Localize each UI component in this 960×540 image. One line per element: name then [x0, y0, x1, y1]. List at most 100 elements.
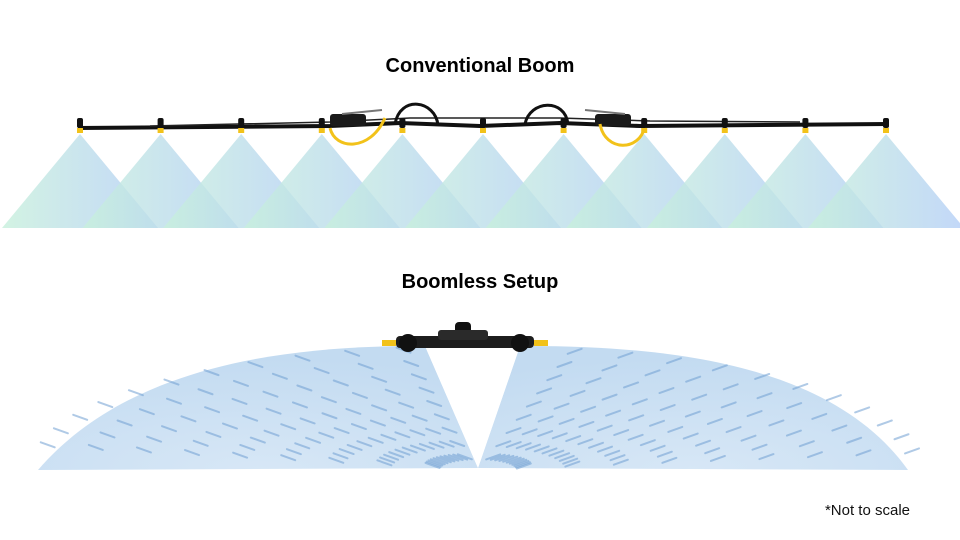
spray-streak [564, 460, 581, 468]
spray-streak [725, 426, 742, 434]
spray-streak [332, 379, 349, 387]
spray-streak [398, 401, 415, 409]
spray-streak [722, 383, 739, 391]
spray-streak [578, 420, 595, 428]
spray-streak [379, 456, 396, 464]
spray-streak [515, 462, 532, 470]
spray-streak [424, 461, 441, 469]
spray-streak [495, 440, 512, 448]
spray-streak [854, 406, 871, 414]
spray-streak [305, 436, 322, 444]
spray-streak [135, 446, 152, 454]
spray-streak [418, 442, 435, 450]
spray-streak [265, 407, 282, 415]
spray-streak [661, 456, 678, 464]
spray-streak [127, 389, 144, 397]
spray-streak [537, 430, 554, 438]
nozzle-icon [560, 118, 567, 133]
spray-streak [318, 431, 335, 439]
spray-streak [513, 459, 530, 467]
spray-streak [515, 442, 532, 450]
spray-streak [443, 454, 460, 462]
spray-streak [344, 349, 361, 357]
spray-streak [97, 401, 114, 409]
spray-streak [831, 424, 848, 432]
nozzle-icon [641, 118, 648, 133]
spray-streak [356, 440, 373, 448]
boom-hose-yellow-left [328, 117, 387, 146]
spray-streak [644, 369, 661, 377]
spray-streak [456, 453, 473, 461]
spray-streak [242, 414, 259, 422]
spray-fan [808, 134, 960, 228]
spray-streak [667, 425, 684, 433]
spray-streak [367, 436, 384, 444]
spray-streak [409, 444, 426, 452]
spray-streak [695, 439, 712, 447]
spray-streak [562, 457, 579, 465]
spray-streak [541, 447, 558, 455]
spray-streak [666, 357, 683, 365]
nozzle-icon [318, 118, 325, 133]
spray-streak [338, 448, 355, 456]
spray-streak [798, 440, 815, 448]
spray-streak [280, 454, 297, 462]
spray-streak [87, 443, 104, 451]
spray-streak [313, 367, 330, 375]
nozzle-icon [721, 118, 728, 133]
spray-streak [184, 449, 201, 457]
spray-streak [785, 429, 802, 437]
spray-streak [612, 458, 629, 466]
spray-streak [609, 454, 626, 462]
boom-hose-black-right [523, 103, 570, 125]
spray-streak [596, 445, 613, 453]
spray-streak [502, 455, 519, 463]
spray-streak [577, 438, 594, 446]
spray-streak [390, 416, 407, 424]
spray-streak [161, 425, 178, 433]
nozzle-icon [883, 118, 889, 133]
scale-note: *Not to scale [824, 502, 910, 519]
spray-streak [146, 435, 163, 443]
spray-streak [428, 441, 445, 449]
spray-streak [537, 415, 554, 423]
spray-streak [296, 384, 313, 392]
spray-streak [704, 447, 721, 455]
spray-streak [792, 382, 809, 390]
spray-streak [494, 454, 511, 462]
spray-streak [263, 429, 280, 437]
spray-streak [605, 409, 622, 417]
spray-streak [346, 443, 363, 451]
boom-valve-left [330, 114, 366, 126]
spray-streak [558, 454, 575, 462]
spray-streak [239, 443, 256, 451]
spray-streak [328, 456, 345, 464]
spray-streak [271, 372, 288, 380]
nozzle-icon [238, 118, 245, 133]
spray-streak [751, 443, 768, 451]
spray-streak [197, 388, 214, 396]
spray-streak [192, 439, 209, 447]
spray-streak [569, 389, 586, 397]
spray-streak [291, 401, 308, 409]
spray-streak [351, 391, 368, 399]
spray-streak [656, 450, 673, 458]
spray-streak [508, 457, 525, 465]
spray-streak [587, 441, 604, 449]
spray-streak [350, 423, 367, 431]
spray-streak [720, 401, 737, 409]
spray-streak [514, 461, 531, 469]
spray-streak [617, 351, 634, 359]
spray-streak [425, 460, 442, 468]
spray-streak [232, 451, 249, 459]
spray-streak [768, 419, 785, 427]
spray-streak [321, 412, 338, 420]
spray-streak [711, 364, 728, 372]
spray-streak [684, 410, 701, 418]
boom-hose-yellow-right [598, 123, 647, 147]
spray-streak [525, 400, 542, 408]
spray-streak [521, 428, 538, 436]
boomless-setup-title: Boomless Setup [401, 271, 559, 293]
spray-streak [411, 414, 428, 422]
spray-streak [536, 387, 553, 395]
